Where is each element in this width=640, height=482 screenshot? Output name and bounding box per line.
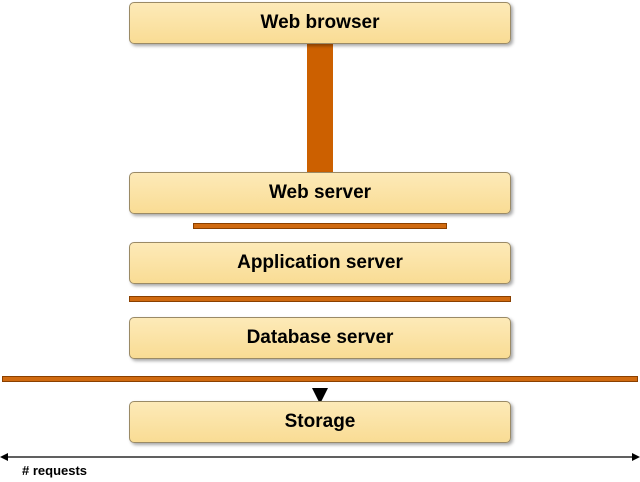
flow-arrowhead-icon bbox=[312, 388, 328, 404]
web-browser-box: Web browser bbox=[129, 2, 511, 44]
database-server-label: Database server bbox=[246, 327, 394, 348]
web-server-label: Web server bbox=[268, 182, 372, 203]
browser-to-server-pipe bbox=[307, 44, 333, 172]
request-flow-arrow bbox=[318, 213, 322, 393]
storage-box: Storage bbox=[129, 401, 511, 443]
application-server-box: Application server bbox=[129, 242, 511, 284]
requests-axis-label: # requests bbox=[22, 463, 88, 478]
database-server-box: Database server bbox=[129, 317, 511, 359]
application-server-label: Application server bbox=[237, 252, 403, 273]
storage-label: Storage bbox=[284, 411, 356, 432]
requests-axis bbox=[0, 450, 640, 464]
web-server-box: Web server bbox=[129, 172, 511, 214]
web-browser-label: Web browser bbox=[260, 12, 380, 33]
